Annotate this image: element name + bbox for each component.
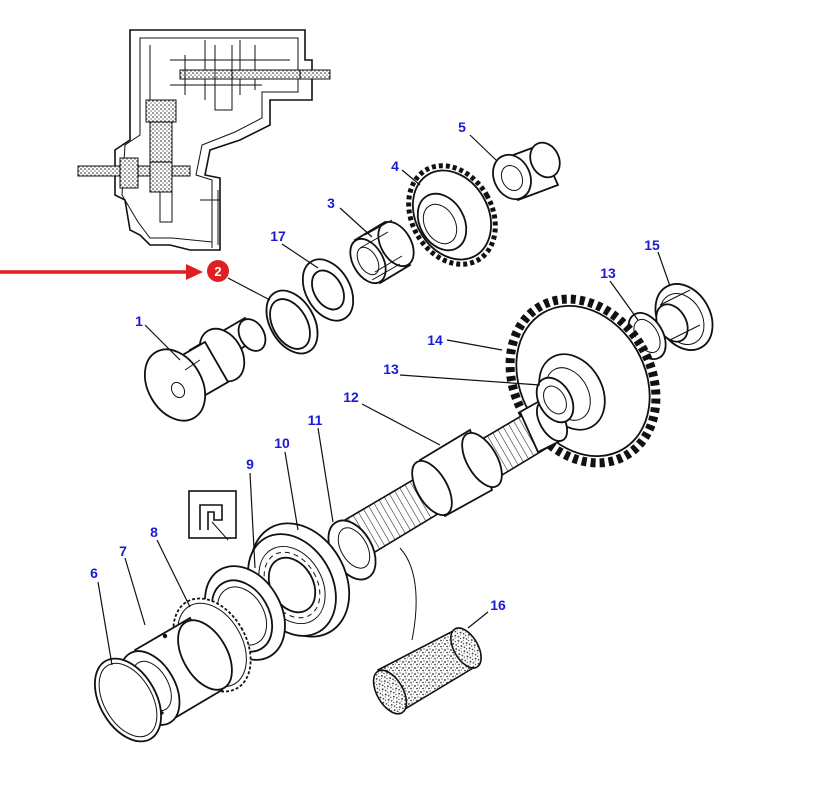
callout-12: 12 [343,389,359,405]
callout-8: 8 [150,524,158,540]
callout-labels: 1 3 4 5 6 7 8 9 10 11 12 13 13 14 15 16 … [90,119,660,613]
part-13-ring-lower [535,376,575,424]
callout-15: 15 [644,237,660,253]
part-16-filter [372,547,482,715]
part-5-bushing [492,141,561,202]
callout-14: 14 [427,332,443,348]
callout-7: 7 [119,543,127,559]
callout-4: 4 [391,158,399,174]
callout-13-upper: 13 [600,265,616,281]
part-2-ring [265,289,319,355]
part-14-large-gear [505,294,661,468]
pointer-arrow [0,264,203,280]
part-3-needle-bearing [349,219,415,285]
callout-11: 11 [308,412,323,428]
part-4-gear [406,163,498,267]
callout-13-lower: 13 [383,361,399,377]
callout-10: 10 [274,435,290,451]
seal-detail-inset [188,490,237,541]
callout-17: 17 [270,228,286,244]
callout-1: 1 [135,313,143,329]
callout-5: 5 [458,119,466,135]
callout-16: 16 [490,597,506,613]
part-1-pinion-shaft [143,316,267,422]
part-17-thrust-washer [301,258,355,322]
callout-6: 6 [90,565,98,581]
callout-9: 9 [246,456,254,472]
part-15-bearing [654,283,714,351]
marker-2-label: 2 [214,264,221,279]
callout-3: 3 [327,195,335,211]
marker-2: 2 [207,260,229,282]
leader-lines [97,134,671,666]
part-12-mainshaft [343,396,569,560]
part-6-snap-ring [94,657,162,743]
gearbox-section-inset [77,29,331,251]
